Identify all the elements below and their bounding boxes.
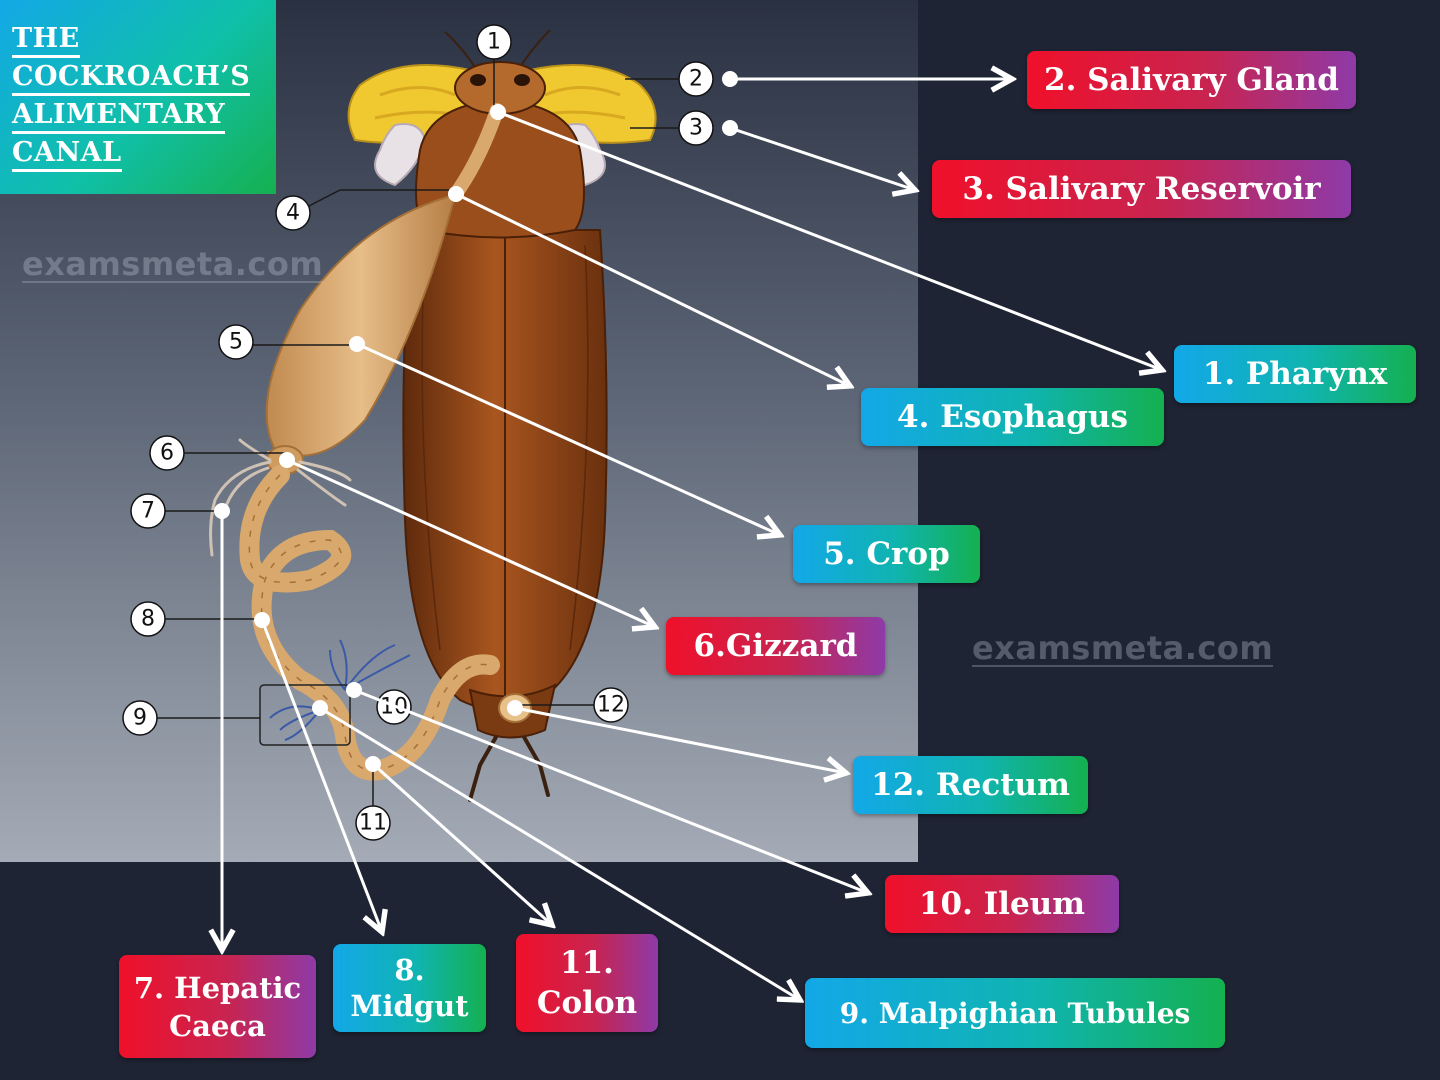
title-line-1: THE: [12, 24, 80, 58]
arrow-midgut: [260, 619, 382, 932]
callout-1-number: 1: [487, 30, 501, 55]
callout-12: 12: [593, 687, 629, 723]
arrow-gizzard: [286, 458, 655, 627]
callout-6-number: 6: [160, 441, 174, 466]
callout-1: 1: [476, 24, 512, 60]
callout-7: 7: [130, 493, 166, 529]
arrow-rectum: [514, 706, 846, 773]
arrow-ileum: [353, 688, 868, 893]
callout-4-number: 4: [286, 201, 300, 226]
title-line-2: COCKROACH’S: [12, 62, 251, 96]
callout-leaders: [157, 58, 680, 806]
label-crop: 5. Crop: [793, 525, 980, 583]
arrow-origin-dots: [214, 71, 738, 772]
label-gizzard: 6.Gizzard: [666, 617, 885, 675]
callout-numbers: 1 2 3 4 5 6 7 8 9 10 11 12: [122, 24, 714, 841]
arrow-crop: [356, 342, 780, 535]
label-malpighian-tubules: 9. Malpighian Tubules: [805, 978, 1225, 1048]
callout-12-number: 12: [597, 693, 625, 718]
arrow-malpighian-tubules: [319, 706, 800, 1000]
callout-11: 11: [355, 805, 391, 841]
watermark-left: examsmeta.com: [22, 245, 324, 283]
callout-8-number: 8: [141, 607, 155, 632]
callout-5: 5: [218, 324, 254, 360]
arrow-colon: [371, 762, 552, 925]
callout-11-number: 11: [359, 811, 387, 836]
callout-5-number: 5: [229, 330, 243, 355]
callout-8: 8: [130, 601, 166, 637]
arrow-pharynx: [497, 110, 1162, 370]
arrow-salivary-reservoir: [729, 126, 915, 190]
pointer-arrows: [222, 79, 1162, 1000]
callout-9-number: 9: [133, 706, 147, 731]
cockroach-body: [402, 61, 608, 739]
label-salivary-gland: 2. Salivary Gland: [1027, 51, 1356, 109]
callout-9: 9: [122, 700, 158, 736]
label-colon: 11. Colon: [516, 934, 658, 1032]
label-ileum: 10. Ileum: [885, 875, 1119, 933]
title-box: THE COCKROACH’S ALIMENTARY CANAL: [0, 0, 276, 194]
callout-7-number: 7: [141, 499, 155, 524]
label-rectum: 12. Rectum: [853, 756, 1088, 814]
callout-2-number: 2: [689, 67, 703, 92]
watermark-right: examsmeta.com: [972, 629, 1274, 667]
callout-3-number: 3: [689, 116, 703, 141]
callout-4: 4: [275, 195, 311, 231]
label-esophagus: 4. Esophagus: [861, 388, 1164, 446]
arrow-esophagus: [455, 192, 850, 386]
callout-2: 2: [678, 61, 714, 97]
callout-6: 6: [149, 435, 185, 471]
title-line-4: CANAL: [12, 138, 122, 172]
label-hepatic-caeca: 7. Hepatic Caeca: [119, 955, 316, 1058]
callout-3: 3: [678, 110, 714, 146]
label-salivary-reservoir: 3. Salivary Reservoir: [932, 160, 1351, 218]
label-pharynx: 1. Pharynx: [1174, 345, 1416, 403]
label-midgut: 8. Midgut: [333, 944, 486, 1032]
title-line-3: ALIMENTARY: [12, 100, 226, 134]
